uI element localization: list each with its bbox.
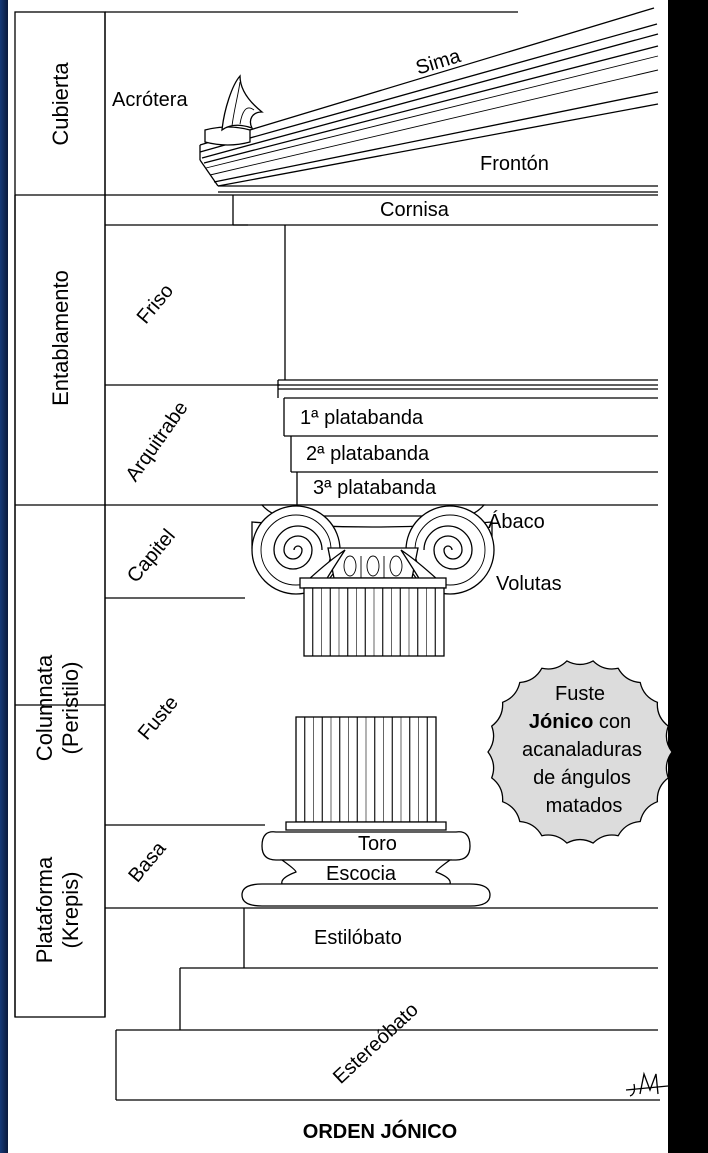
subsection-label-fuste: Fuste bbox=[134, 692, 183, 744]
label-estereobato: Estereóbato bbox=[329, 999, 423, 1089]
label-cornisa: Cornisa bbox=[380, 199, 450, 221]
label-platabanda-2: 2ª platabanda bbox=[306, 443, 430, 465]
roof-cornice bbox=[199, 7, 659, 193]
section-label-peristilo: (Peristilo) bbox=[58, 662, 83, 755]
subsection-label-basa: Basa bbox=[124, 837, 171, 887]
section-label-cubierta: Cubierta bbox=[48, 62, 73, 146]
section-label-entablamento: Entablamento bbox=[48, 270, 73, 406]
stylobate-steps bbox=[115, 907, 660, 1101]
ionic-capital bbox=[251, 504, 495, 595]
label-acrotera: Acrótera bbox=[112, 89, 188, 111]
section-label-plataforma: Plataforma bbox=[32, 856, 57, 963]
section-label-krepis: (Krepis) bbox=[58, 871, 83, 948]
cornice-block bbox=[232, 194, 658, 226]
subsection-label-capitel: Capitel bbox=[123, 525, 180, 587]
label-abaco: Ábaco bbox=[488, 510, 545, 533]
badge-line-5: matados bbox=[546, 795, 623, 817]
fuste-jonico-badge: Fuste Jónico con acanaladuras de ángulos… bbox=[487, 660, 673, 844]
shaft-lower bbox=[295, 716, 437, 823]
section-label-columnata: Columnata bbox=[32, 654, 57, 761]
subsection-label-arquitrabe: Arquitrabe bbox=[122, 397, 193, 485]
label-toro: Toro bbox=[358, 833, 397, 855]
ionic-base bbox=[241, 821, 491, 907]
acroterion-ornament bbox=[204, 74, 264, 146]
badge-line-1: Fuste bbox=[555, 683, 605, 705]
subsection-label-friso: Friso bbox=[133, 280, 178, 328]
artist-signature bbox=[625, 1071, 669, 1097]
label-grid bbox=[14, 11, 518, 1018]
label-escocia: Escocia bbox=[326, 863, 397, 885]
diagram-title: ORDEN JÓNICO bbox=[303, 1119, 457, 1143]
label-platabanda-3: 3ª platabanda bbox=[313, 477, 437, 499]
label-sima: Sima bbox=[413, 45, 464, 80]
badge-line-4: de ángulos bbox=[533, 767, 631, 789]
label-estilobato: Estilóbato bbox=[314, 927, 402, 949]
label-platabanda-1: 1ª platabanda bbox=[300, 407, 424, 429]
shaft-upper bbox=[303, 587, 445, 657]
badge-line-2: Jónico con bbox=[529, 711, 631, 733]
label-fronton: Frontón bbox=[480, 153, 549, 175]
badge-line-3: acanaladuras bbox=[522, 739, 642, 761]
label-volutas: Volutas bbox=[496, 573, 562, 595]
